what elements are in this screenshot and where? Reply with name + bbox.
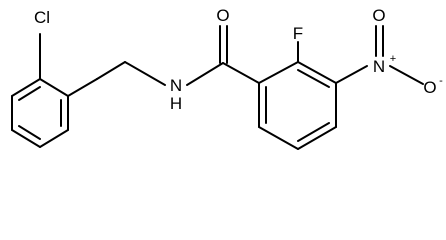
atom-labels: Cl N H O F N + O O - xyxy=(29,6,443,113)
bond-carbonyl-ring xyxy=(222,62,260,84)
atom-label-fluorine: F xyxy=(293,24,303,43)
atom-label-carbonyl-oxygen: O xyxy=(216,6,229,25)
bond-bridge-n xyxy=(124,61,166,86)
atom-label-nitro-oxygen-single: O xyxy=(423,78,436,97)
bond-inner-b4-b5 xyxy=(297,122,330,142)
bond-c2-c3 xyxy=(39,78,69,97)
bond-c5-c6 xyxy=(11,129,41,148)
bond-c3-ch2 xyxy=(67,78,98,97)
bond-inner-c1-c2 xyxy=(18,86,41,101)
bond-c4-c5 xyxy=(39,129,69,148)
bond-group xyxy=(11,25,424,150)
bond-b5-b6 xyxy=(258,126,299,150)
atom-label-amide-hydrogen: H xyxy=(170,94,182,113)
bond-n-carbonyl xyxy=(186,62,224,86)
atom-label-nitro-nitrogen: N xyxy=(373,57,385,76)
bond-inner-b2-b3 xyxy=(297,69,330,88)
bond-b3-nitro-n xyxy=(335,65,368,84)
bond-ch2-ring-bridge xyxy=(96,61,126,80)
bond-nitro-n-o-single xyxy=(389,65,424,85)
atom-charge-nitro-oxygen-single: - xyxy=(439,75,443,87)
atom-label-nitro-oxygen-double: O xyxy=(372,6,385,25)
bond-inner-c5-c6 xyxy=(18,125,41,140)
bond-c1-c2 xyxy=(11,78,41,97)
mask-chlorine xyxy=(29,6,55,28)
atom-charge-nitro-nitrogen: + xyxy=(390,53,396,65)
atom-label-amide-nitrogen: N xyxy=(170,76,182,95)
atom-label-chlorine: Cl xyxy=(34,8,50,27)
bond-b2-b3 xyxy=(297,61,337,84)
bond-b4-b5 xyxy=(297,126,337,150)
chemical-structure-diagram: Cl N H O F N + O O - xyxy=(11,6,443,150)
bond-b1-b2 xyxy=(258,61,299,84)
